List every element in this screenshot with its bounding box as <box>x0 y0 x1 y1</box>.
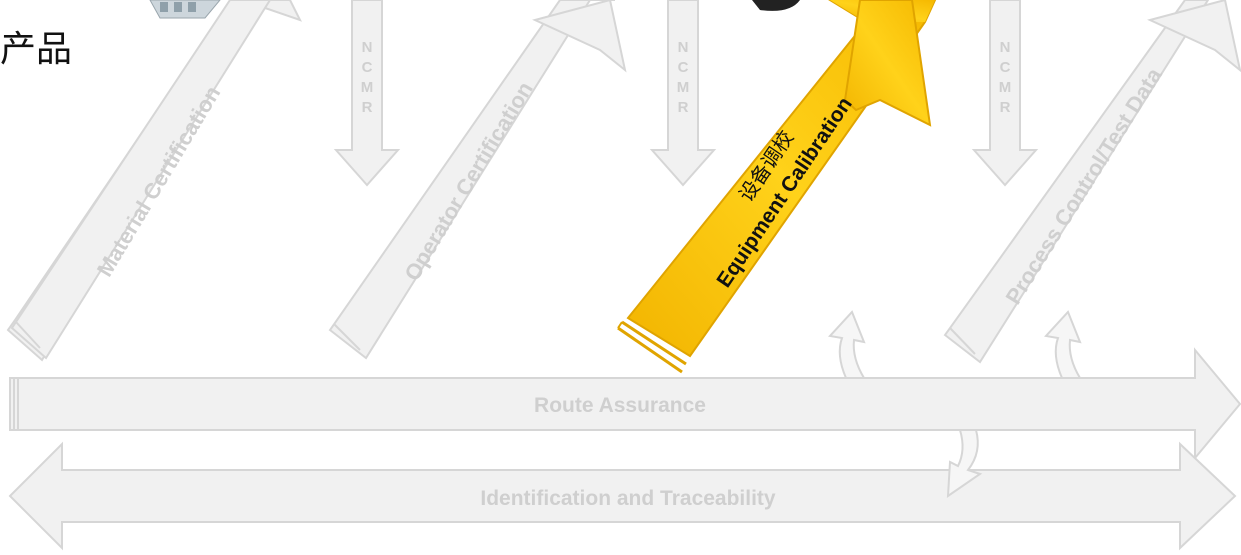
ncmr-letter: C <box>362 59 373 76</box>
route-assurance-arrow: Route Assurance <box>9 347 1241 461</box>
top-fragment-label: 产品 <box>0 29 73 70</box>
ncmr-arrow-2: N C M R <box>649 0 717 187</box>
ncmr-letter: C <box>1000 59 1011 76</box>
ncmr-letter: R <box>678 99 689 116</box>
ncmr-letter: N <box>362 39 373 56</box>
ncmr-letter: M <box>999 79 1012 96</box>
label-operator-certification: Operator Certification <box>399 77 538 285</box>
curved-arrow-up-1 <box>828 310 866 379</box>
ncmr-letter: R <box>362 99 373 116</box>
identification-traceability-label: Identification and Traceability <box>480 487 776 510</box>
ncmr-letter: N <box>1000 39 1011 56</box>
diagonal-arrow-material: Material Certification <box>6 0 302 362</box>
ncmr-arrow-1: N C M R <box>333 0 401 187</box>
cut-title-fragment <box>752 0 800 11</box>
diagonal-arrow-equipment-highlighted: 设备调校 Equipment Calibration <box>617 0 937 374</box>
ncmr-letter: C <box>678 59 689 76</box>
ncmr-letter: N <box>678 39 689 56</box>
ncmr-letter: R <box>1000 99 1011 116</box>
curved-arrow-up-2 <box>1044 310 1082 379</box>
ncmr-arrow-3: N C M R <box>971 0 1039 187</box>
building-icon <box>149 0 221 19</box>
identification-traceability-arrow: Identification and Traceability <box>8 441 1237 551</box>
curved-arrow-down <box>946 429 983 498</box>
label-process-control: Process Control/Test Data <box>1001 63 1168 309</box>
ncmr-letter: M <box>677 79 690 96</box>
route-assurance-label: Route Assurance <box>534 394 706 417</box>
ncmr-letter: M <box>361 79 374 96</box>
